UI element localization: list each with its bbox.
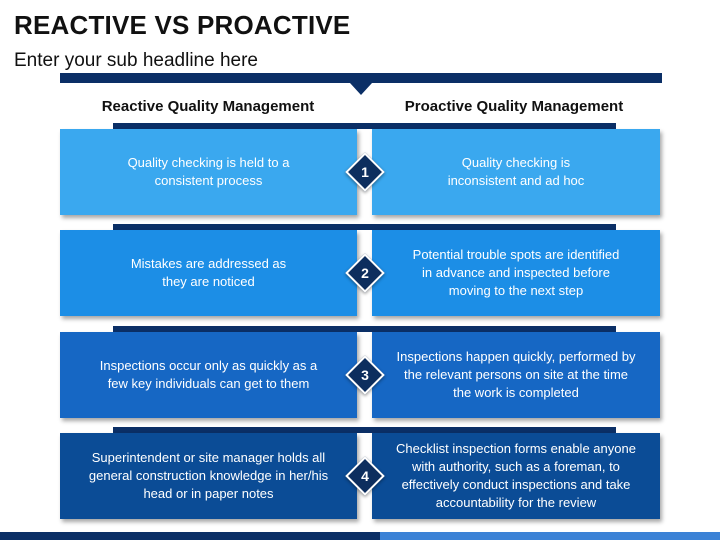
proactive-card: Potential trouble spots are identified i… bbox=[372, 230, 660, 316]
comparison-row: Quality checking is held to a consistent… bbox=[0, 123, 720, 221]
proactive-text-line: the work is completed bbox=[453, 385, 579, 400]
proactive-text-line: effectively conduct inspections and take bbox=[401, 477, 631, 492]
page-subtitle: Enter your sub headline here bbox=[14, 50, 258, 71]
row-top-bar bbox=[113, 123, 616, 129]
reactive-text-line: head or in paper notes bbox=[143, 486, 274, 501]
comparison-row: Mistakes are addressed as they are notic… bbox=[0, 224, 720, 322]
reactive-text-line: few key individuals can get to them bbox=[107, 376, 310, 391]
page-title: REACTIVE VS PROACTIVE bbox=[14, 10, 351, 40]
proactive-text-line: Checklist inspection forms enable anyone bbox=[396, 441, 636, 456]
proactive-text-line: with authority, such as a foreman, to bbox=[412, 459, 620, 474]
footer-bar bbox=[0, 532, 720, 540]
reactive-column-heading: Reactive Quality Management bbox=[101, 98, 315, 115]
step-number: 1 bbox=[361, 164, 369, 180]
proactive-text-line: Quality checking is bbox=[461, 155, 571, 170]
reactive-text-line: consistent process bbox=[154, 173, 263, 188]
row-top-bar bbox=[113, 224, 616, 230]
proactive-text-line: in advance and inspected before bbox=[422, 265, 610, 280]
proactive-card: Quality checking is inconsistent and ad … bbox=[372, 129, 660, 215]
footer-bar-dark-segment bbox=[0, 532, 380, 540]
reactive-text-line: Superintendent or site manager holds all bbox=[91, 450, 326, 465]
reactive-text-line: Mistakes are addressed as bbox=[130, 256, 287, 271]
step-number: 2 bbox=[361, 265, 369, 281]
proactive-card: Checklist inspection forms enable anyone… bbox=[372, 433, 660, 519]
comparison-row: Superintendent or site manager holds all… bbox=[0, 427, 720, 525]
comparison-row: Inspections occur only as quickly as a f… bbox=[0, 326, 720, 424]
proactive-text-line: accountability for the review bbox=[435, 495, 597, 510]
step-number: 3 bbox=[361, 367, 369, 383]
reactive-card: Inspections occur only as quickly as a f… bbox=[60, 332, 357, 418]
proactive-card: Inspections happen quickly, performed by… bbox=[372, 332, 660, 418]
reactive-text-line: Quality checking is held to a bbox=[127, 155, 290, 170]
proactive-text-line: moving to the next step bbox=[448, 283, 584, 298]
reactive-text-line: they are noticed bbox=[162, 274, 255, 289]
proactive-text-line: Inspections happen quickly, performed by bbox=[396, 349, 636, 364]
reactive-text-line: Inspections occur only as quickly as a bbox=[99, 358, 318, 373]
reactive-card: Mistakes are addressed as they are notic… bbox=[60, 230, 357, 316]
proactive-text-line: Potential trouble spots are identified bbox=[412, 247, 620, 262]
reactive-card: Superintendent or site manager holds all… bbox=[60, 433, 357, 519]
proactive-column-heading: Proactive Quality Management bbox=[404, 98, 624, 115]
proactive-text-line: inconsistent and ad hoc bbox=[447, 173, 585, 188]
proactive-text-line: the relevant persons on site at the time bbox=[403, 367, 628, 382]
reactive-text-line: general construction knowledge in her/hi… bbox=[88, 468, 329, 483]
footer-bar-light-segment bbox=[380, 532, 720, 540]
reactive-card: Quality checking is held to a consistent… bbox=[60, 129, 357, 215]
step-number: 4 bbox=[361, 468, 369, 484]
header-banner bbox=[60, 73, 662, 95]
row-top-bar bbox=[113, 427, 616, 433]
row-top-bar bbox=[113, 326, 616, 332]
